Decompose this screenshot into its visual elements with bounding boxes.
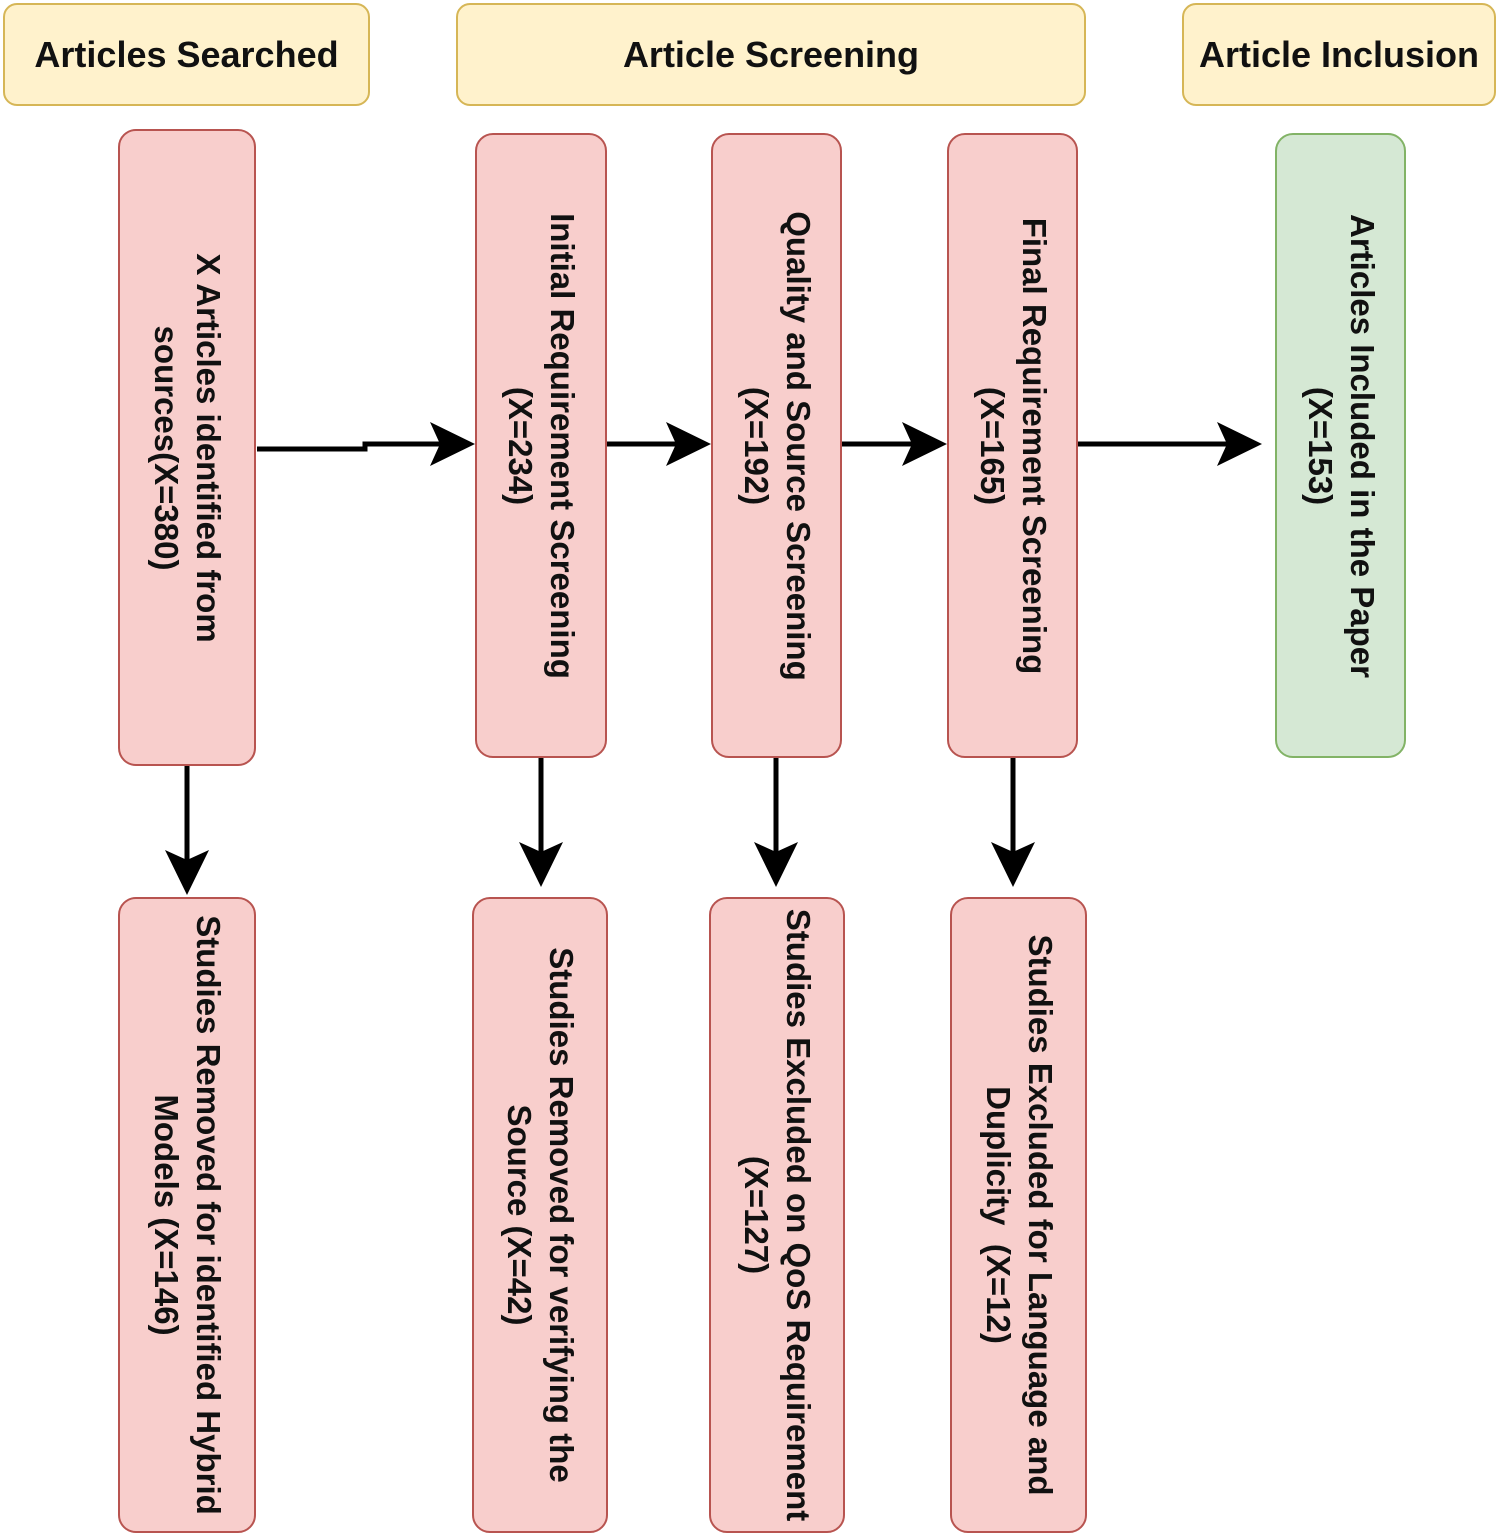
box-articles-identified: X Articles identified from sources(X=380… (118, 129, 256, 766)
header-articles-searched: Articles Searched (3, 3, 370, 106)
box-removed-source: Studies Removed for verifying the Source… (472, 897, 608, 1533)
arrowhead-removed-source (519, 842, 563, 887)
arrow-identified-to-initial (257, 441, 450, 452)
box-excluded-language-text: Studies Excluded for Language and Duplic… (979, 934, 1059, 1496)
header-article-inclusion: Article Inclusion (1182, 3, 1496, 106)
box-removed-hybrid: Studies Removed for identified Hybrid Mo… (118, 897, 256, 1533)
header-articles-searched-label: Articles Searched (34, 33, 339, 75)
box-initial-screening: Initial Requirement Screening (X=234) (475, 133, 607, 758)
arrowhead-quality (666, 422, 711, 466)
arrowhead-included (1217, 422, 1262, 466)
box-excluded-qos-text: Studies Excluded on QoS Requirement (X=1… (738, 908, 817, 1522)
header-article-screening-label: Article Screening (622, 33, 920, 75)
box-excluded-qos: Studies Excluded on QoS Requirement (X=1… (709, 897, 845, 1533)
arrowhead-initial (430, 422, 475, 466)
header-article-inclusion-label: Article Inclusion (1198, 33, 1480, 75)
header-article-screening: Article Screening (456, 3, 1086, 106)
box-articles-identified-text: X Articles identified from sources(X=380… (148, 252, 227, 643)
arrowhead-removed-hybrid (165, 850, 209, 895)
arrowhead-excluded-language (991, 842, 1035, 887)
arrowhead-final (902, 422, 947, 466)
box-removed-source-text: Studies Removed for verifying the Source… (501, 947, 580, 1483)
box-excluded-language: Studies Excluded for Language and Duplic… (950, 897, 1087, 1533)
box-articles-included-text: Articles Included in the Paper (X=153) (1301, 213, 1381, 678)
arrowhead-excluded-qos (754, 842, 798, 887)
box-removed-hybrid-text: Studies Removed for identified Hybrid Mo… (148, 915, 227, 1515)
box-final-screening-text: Final Requirement Screening (X=165) (973, 217, 1053, 674)
box-quality-screening: Quality and Source Screening (X=192) (711, 133, 842, 758)
box-quality-screening-text: Quality and Source Screening (X=192) (737, 210, 817, 681)
box-final-screening: Final Requirement Screening (X=165) (947, 133, 1078, 758)
box-articles-included: Articles Included in the Paper (X=153) (1275, 133, 1406, 758)
box-initial-screening-text: Initial Requirement Screening (X=234) (502, 212, 581, 679)
